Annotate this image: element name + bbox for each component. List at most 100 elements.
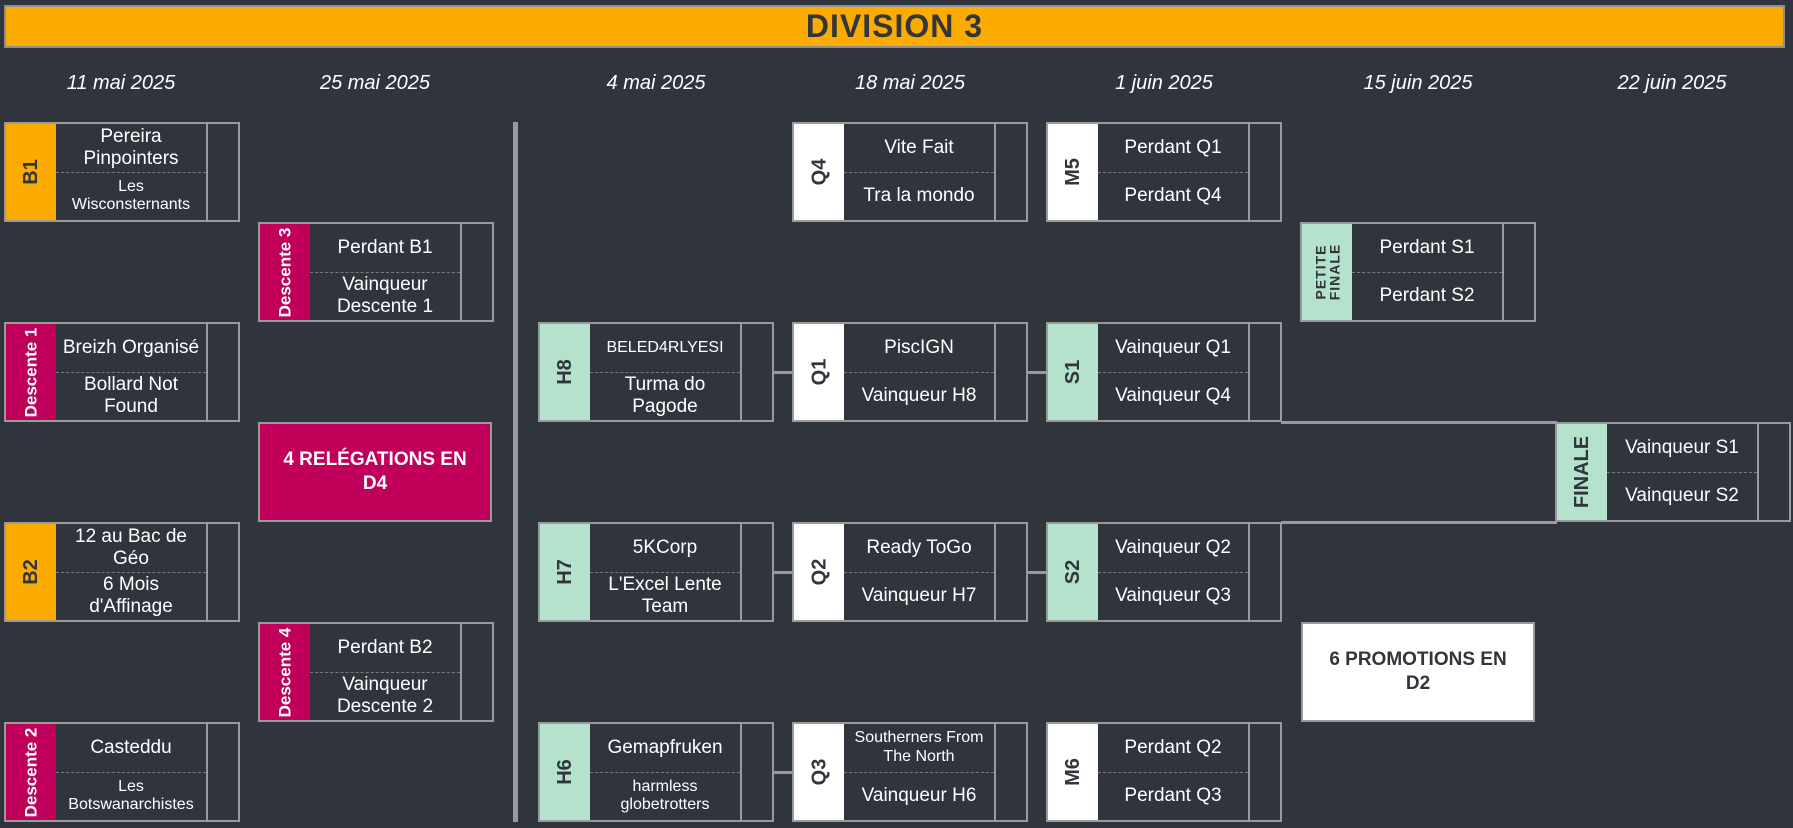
match-tag: H7 [540,524,590,620]
date-col-3: 4 mai 2025 [606,72,706,94]
score-cell [208,324,238,420]
team-slot: Perdant Q2 [1098,724,1248,773]
score-cell [208,524,238,620]
match-tag: M6 [1048,724,1098,820]
team-slot: Les Botswanarchistes [68,777,194,814]
match-descente-2[interactable]: Descente 2 Casteddu Les Botswanarchistes [4,722,240,822]
match-b2[interactable]: B2 12 au Bac de Géo 6 Mois d'Affinage [4,522,240,622]
team-slot: Perdant B2 [310,624,460,673]
promotions-box: 6 PROMOTIONS EN D2 [1301,622,1535,722]
score-cell [208,124,238,220]
team-slot: Gemapfruken [590,724,740,773]
match-tag: Q1 [794,324,844,420]
score-cell [1250,124,1280,220]
team-slot: Vainqueur Descente 1 [336,274,434,318]
score-cell [996,124,1026,220]
match-h7[interactable]: H7 5KCorp L'Excel Lente Team [538,522,774,622]
score-cell [1759,424,1789,520]
team-slot: Vainqueur H6 [861,785,977,807]
team-slot: Perdant B1 [310,224,460,273]
score-cell [996,324,1026,420]
match-s2[interactable]: S2 Vainqueur Q2 Vainqueur Q3 [1046,522,1282,622]
team-slot: Breizh Organisé [56,324,206,373]
score-cell [462,224,492,320]
date-col-1: 11 mai 2025 [66,72,176,94]
team-slot: Vainqueur Q1 [1098,324,1248,373]
match-tag: H6 [540,724,590,820]
match-tag: Q3 [794,724,844,820]
match-tag: M5 [1048,124,1098,220]
match-q2[interactable]: Q2 Ready ToGo Vainqueur H7 [792,522,1028,622]
score-cell [742,524,772,620]
team-slot: PiscIGN [844,324,994,373]
team-slot: BELED4RLYESI [590,324,740,373]
match-q4[interactable]: Q4 Vite Fait Tra la mondo [792,122,1028,222]
team-slot: Vainqueur Q2 [1098,524,1248,573]
match-descente-4[interactable]: Descente 4 Perdant B2 Vainqueur Descente… [258,622,494,722]
match-h6[interactable]: H6 Gemapfruken harmless globetrotters [538,722,774,822]
team-slot: Vainqueur H7 [861,585,977,607]
connector-h8-q1 [773,371,793,374]
connector-h6-q3 [773,771,793,774]
team-slot: 5KCorp [590,524,740,573]
match-tag: Q2 [794,524,844,620]
team-slot: Casteddu [56,724,206,773]
match-tag: Descente 1 [6,324,56,420]
match-q3[interactable]: Q3 Southerners From The North Vainqueur … [792,722,1028,822]
team-slot: Vite Fait [844,124,994,173]
score-cell [1250,724,1280,820]
team-slot: Turma do Pagode [624,374,706,418]
date-col-7: 22 juin 2025 [1617,72,1727,94]
team-slot: 6 Mois d'Affinage [89,574,173,618]
section-divider [513,122,518,822]
team-slot: Bollard Not Found [84,374,178,418]
score-cell [742,324,772,420]
date-col-6: 15 juin 2025 [1363,72,1473,94]
connector-s2-finale [1281,521,1557,524]
team-slot: Vainqueur S2 [1625,485,1739,507]
team-slot: Tra la mondo [863,185,975,207]
connector-s1-finale [1281,421,1557,424]
team-slot: Southerners From The North [844,724,994,773]
match-tag: B1 [6,124,56,220]
score-cell [996,524,1026,620]
score-cell [996,724,1026,820]
team-slot: Vainqueur Q3 [1115,585,1231,607]
team-slot: Perdant Q3 [1124,785,1222,807]
match-m6[interactable]: M6 Perdant Q2 Perdant Q3 [1046,722,1282,822]
team-slot: harmless globetrotters [620,777,710,814]
match-tag: S2 [1048,524,1098,620]
score-cell [1504,224,1534,320]
match-h8[interactable]: H8 BELED4RLYESI Turma do Pagode [538,322,774,422]
team-slot: Vainqueur H8 [861,385,977,407]
connector-q1-s1 [1027,371,1047,374]
score-cell [742,724,772,820]
team-slot: Pereira Pinpointers [56,124,206,173]
team-slot: Vainqueur Descente 2 [336,674,434,718]
match-tag: Descente 2 [6,724,56,820]
team-slot: Les Wisconsternants [71,177,191,214]
match-petite-finale[interactable]: PETITE FINALE Perdant S1 Perdant S2 [1300,222,1536,322]
team-slot: 12 au Bac de Géo [56,524,206,573]
match-m5[interactable]: M5 Perdant Q1 Perdant Q4 [1046,122,1282,222]
score-cell [208,724,238,820]
score-cell [1250,324,1280,420]
date-col-2: 25 mai 2025 [319,72,431,94]
team-slot: Ready ToGo [844,524,994,573]
team-slot: Vainqueur S1 [1607,424,1757,473]
division-title: DIVISION 3 [4,5,1785,48]
match-s1[interactable]: S1 Vainqueur Q1 Vainqueur Q4 [1046,322,1282,422]
score-cell [462,624,492,720]
match-descente-1[interactable]: Descente 1 Breizh Organisé Bollard Not F… [4,322,240,422]
score-cell [1250,524,1280,620]
connector-h7-q2 [773,571,793,574]
date-col-5: 1 juin 2025 [1115,72,1213,94]
match-descente-3[interactable]: Descente 3 Perdant B1 Vainqueur Descente… [258,222,494,322]
match-tag: PETITE FINALE [1302,224,1352,320]
team-slot: Perdant Q4 [1124,185,1222,207]
match-q1[interactable]: Q1 PiscIGN Vainqueur H8 [792,322,1028,422]
team-slot: Perdant S2 [1379,285,1475,307]
match-finale[interactable]: FINALE Vainqueur S1 Vainqueur S2 [1555,422,1791,522]
match-tag: Q4 [794,124,844,220]
match-b1[interactable]: B1 Pereira Pinpointers Les Wisconsternan… [4,122,240,222]
